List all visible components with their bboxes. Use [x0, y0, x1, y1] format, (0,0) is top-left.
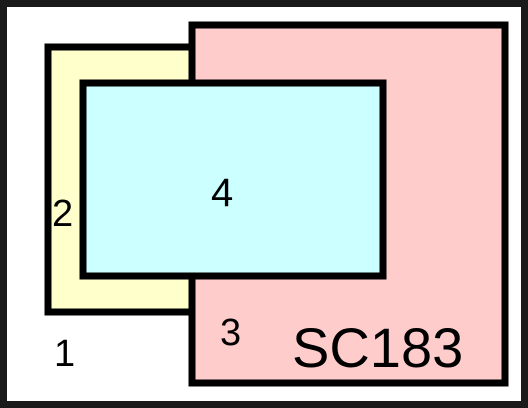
region-1-label: 1: [54, 333, 75, 375]
region-3-label: 3: [220, 312, 241, 354]
region-2-label: 2: [52, 193, 73, 235]
diagram-title: SC183: [292, 316, 463, 379]
region-4-box: [79, 79, 387, 280]
region-4-label: 4: [211, 171, 233, 215]
